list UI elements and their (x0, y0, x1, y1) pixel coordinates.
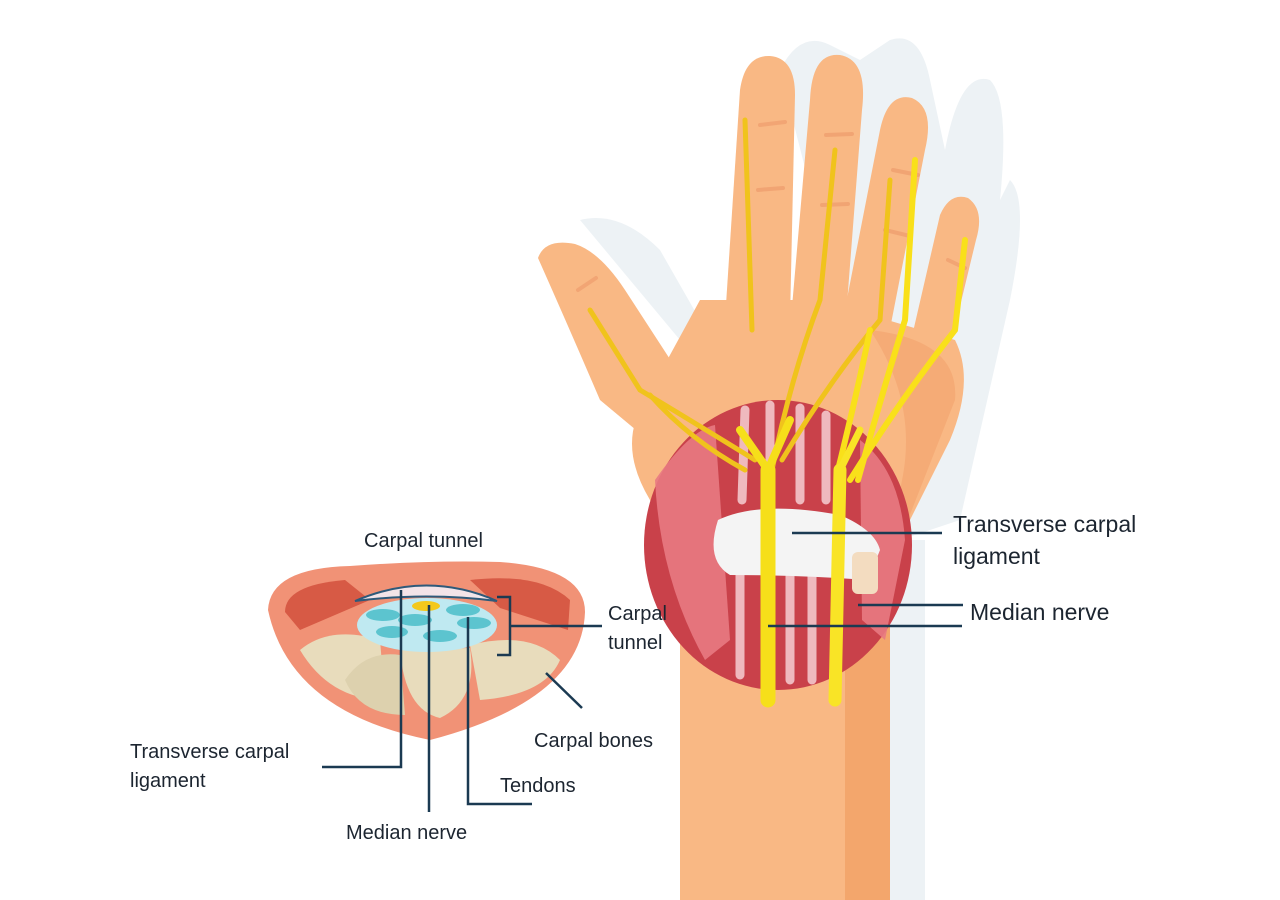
label-hand-ligament-line1: Transverse carpal (953, 511, 1137, 537)
label-hand-transverse-carpal-ligament: Transverse carpal ligament (953, 508, 1136, 572)
label-section-median-nerve: Median nerve (346, 822, 468, 844)
label-section-transverse-carpal-ligament: Transverse carpal ligament (130, 738, 289, 796)
label-carpal-bones: Carpal bones (534, 730, 653, 752)
label-hand-median-nerve: Median nerve (970, 599, 1110, 625)
hand-median-nerve (587, 117, 968, 708)
label-section-ligament-line2: ligament (130, 770, 206, 792)
label-hand-ligament-line2: ligament (953, 543, 1040, 569)
label-carpal-tunnel: Carpal tunnel (608, 600, 667, 658)
middle-finger (790, 54, 864, 331)
hand-illustration (538, 38, 1020, 900)
label-section-ligament-line1: Transverse carpal (130, 741, 290, 763)
label-carpal-tunnel-line1: Carpal (608, 603, 667, 625)
section-tendons (366, 604, 491, 642)
cross-section-illustration (268, 561, 585, 740)
label-carpal-tunnel-line2: tunnel (608, 632, 663, 654)
leader-lines (322, 531, 963, 812)
carpal-bones-shapes (300, 634, 560, 718)
section-median-nerve (412, 601, 440, 611)
ring-finger (835, 97, 929, 380)
label-carpal-tunnel-title: Carpal tunnel (364, 530, 483, 552)
label-tendons: Tendons (500, 775, 576, 797)
